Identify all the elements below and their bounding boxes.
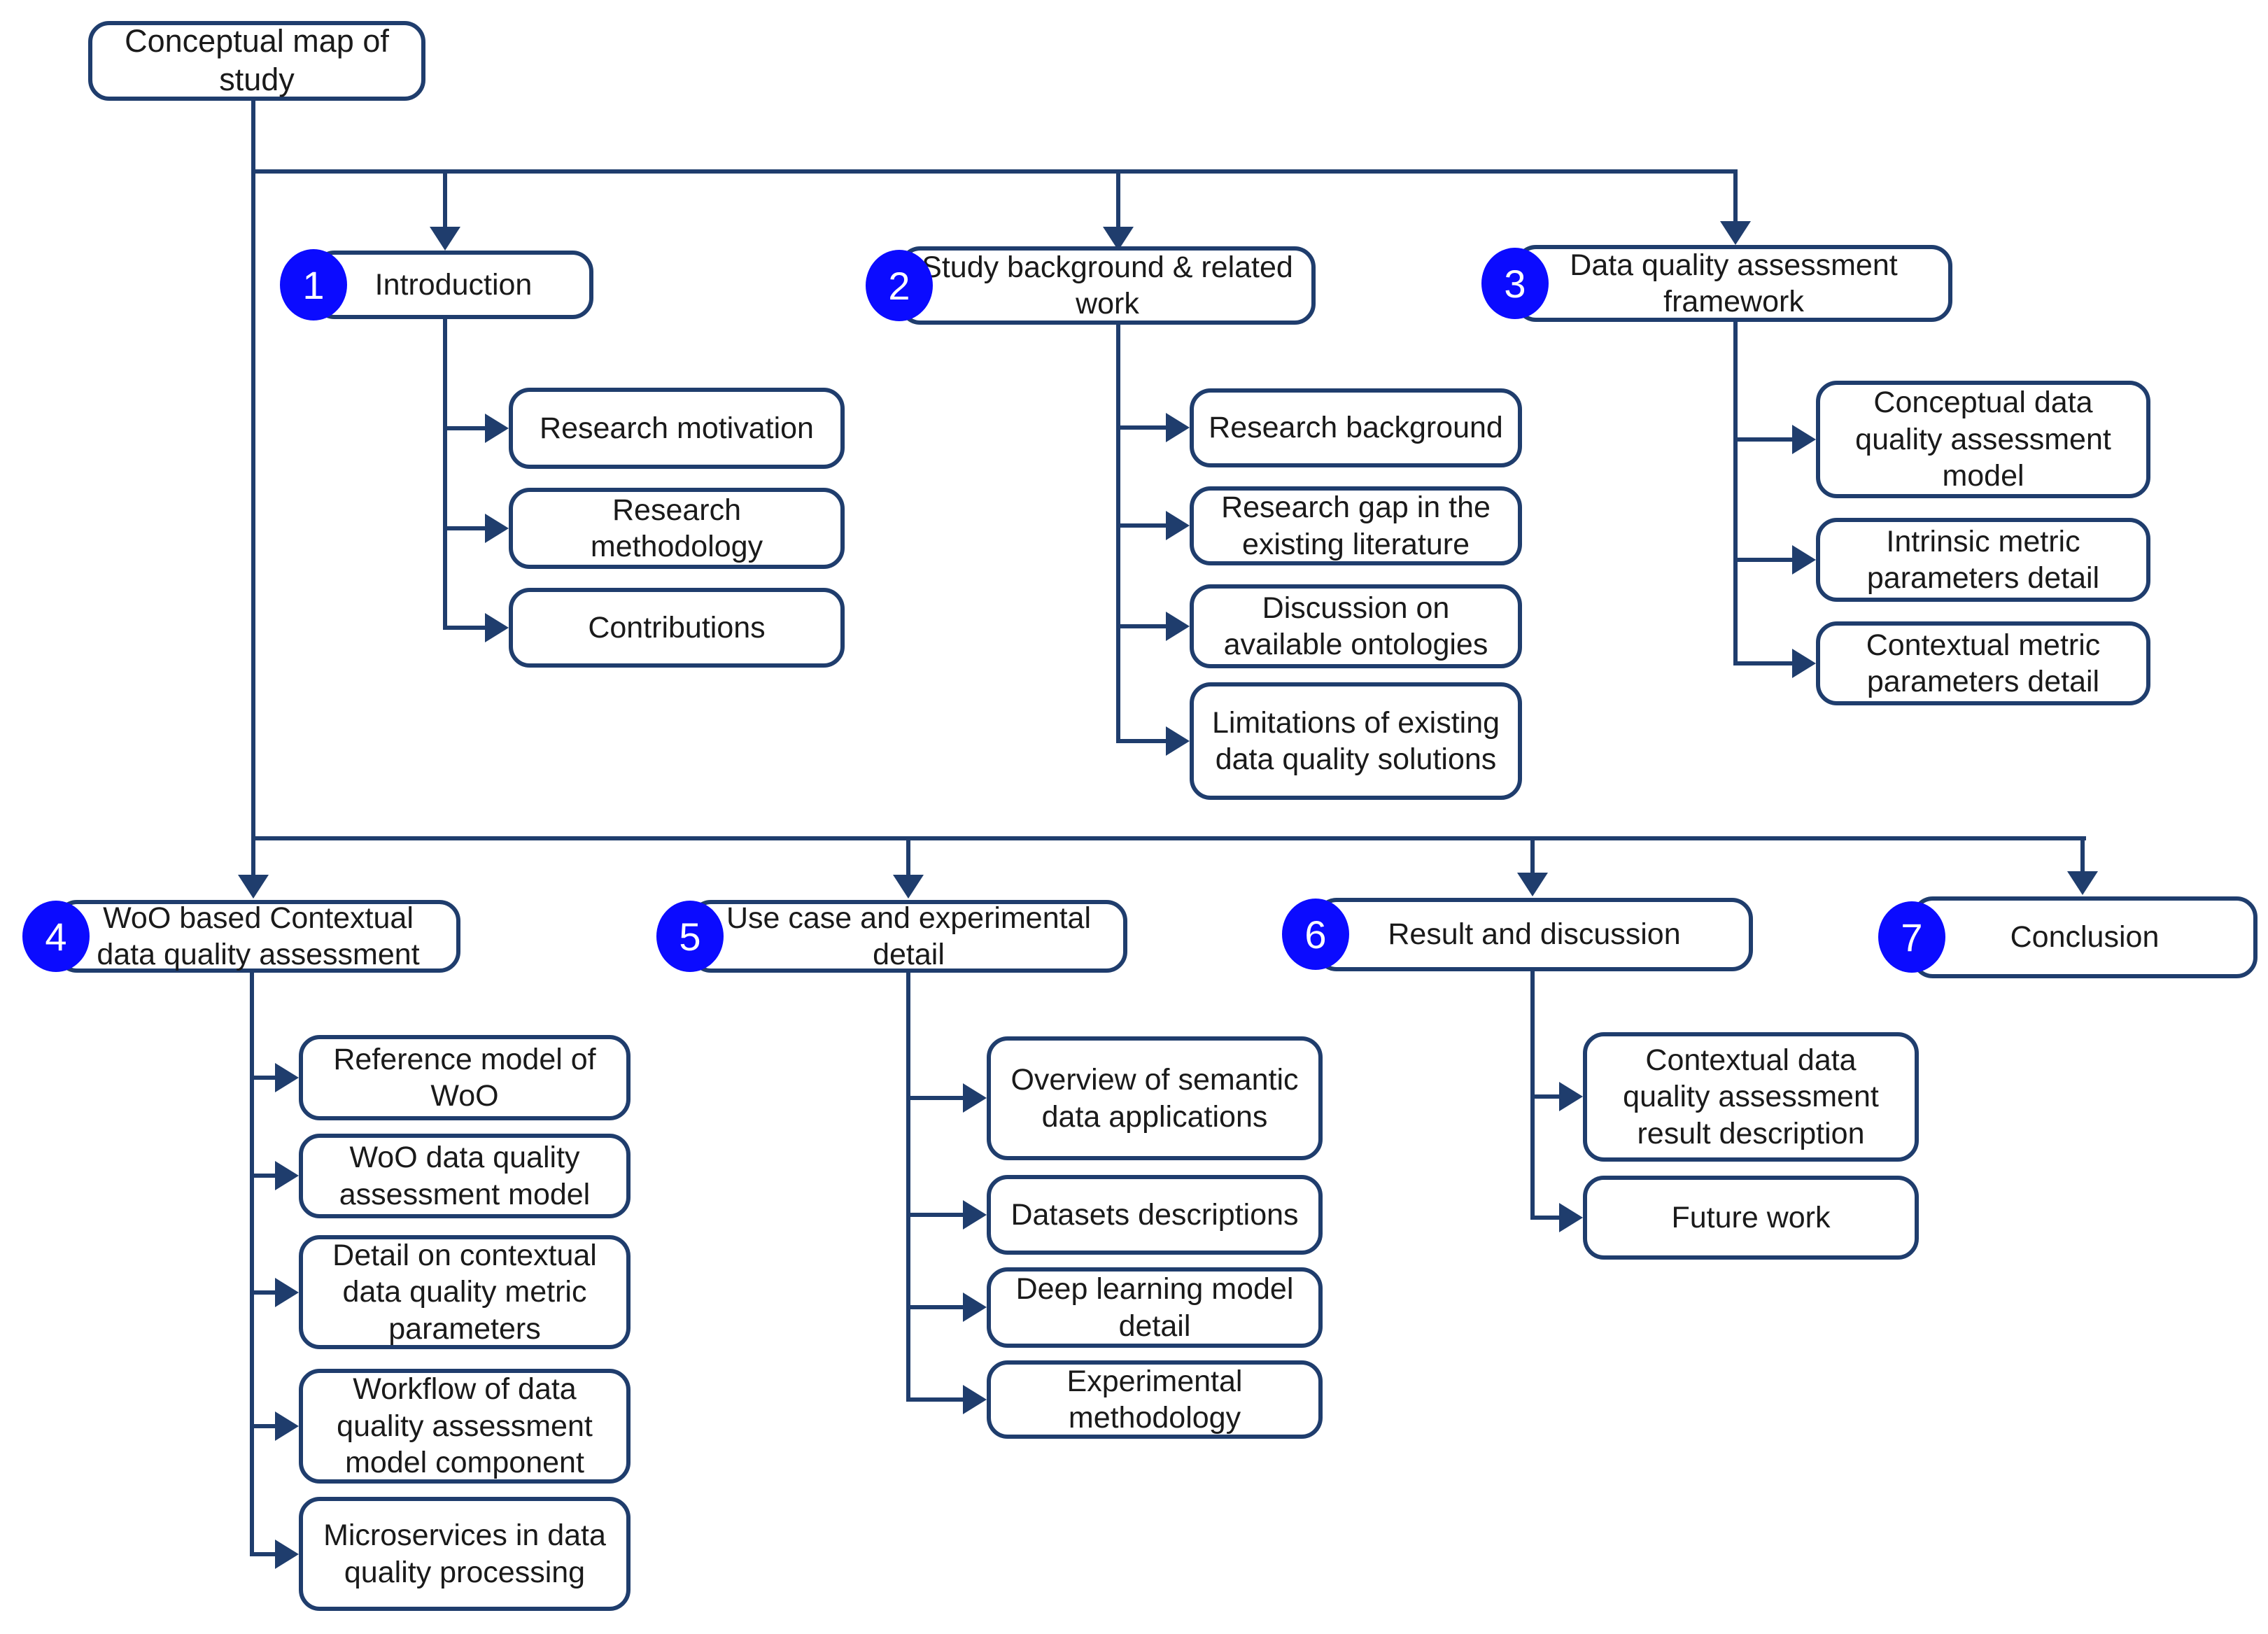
branch-line xyxy=(1530,1094,1561,1099)
node-deep-learning-detail: Deep learning model detail xyxy=(987,1267,1323,1348)
arrow-right-icon xyxy=(963,1083,987,1113)
arrow-down-section-7 xyxy=(2067,871,2098,895)
node-contributions: Contributions xyxy=(509,588,845,668)
branch-line xyxy=(906,1096,964,1100)
arrow-right-icon xyxy=(1166,612,1190,641)
node-reference-model-woo: Reference model of WoO xyxy=(299,1035,631,1120)
branch-line xyxy=(443,426,486,430)
section-3-badge: 3 xyxy=(1481,248,1549,319)
arrow-down-section-6 xyxy=(1517,873,1548,896)
arrow-right-icon xyxy=(963,1385,987,1414)
arrow-right-icon xyxy=(1559,1082,1583,1111)
branch-line xyxy=(1733,437,1794,442)
branch-line xyxy=(906,1305,964,1309)
branch-line xyxy=(250,1174,276,1178)
branch-line xyxy=(906,1213,964,1217)
branch-line xyxy=(1530,1216,1561,1220)
arrow-right-icon xyxy=(275,1540,299,1569)
node-intrinsic-metric: Intrinsic metric parameters detail xyxy=(1816,518,2150,602)
branch-line xyxy=(443,526,486,530)
drop-line-section-1 xyxy=(443,171,447,228)
branch-line xyxy=(1733,558,1794,562)
arrow-right-icon xyxy=(1792,545,1816,575)
section-7-badge: 7 xyxy=(1878,901,1945,973)
arrow-down-section-5 xyxy=(893,875,924,899)
arrow-right-icon xyxy=(275,1411,299,1441)
section-5-box: Use case and experimental detail xyxy=(690,900,1127,973)
arrow-right-icon xyxy=(485,514,509,543)
branch-line xyxy=(250,1290,276,1295)
arrow-right-icon xyxy=(1166,726,1190,756)
section-2-box: Study background & related work xyxy=(899,246,1316,325)
node-detail-contextual-metric: Detail on contextual data quality metric… xyxy=(299,1235,631,1349)
section-5-child-rail xyxy=(906,973,910,1400)
arrow-right-icon xyxy=(1559,1203,1583,1232)
node-research-methodology: Research methodology xyxy=(509,488,845,569)
branch-line xyxy=(250,1552,276,1556)
section-1-badge: 1 xyxy=(280,249,347,321)
root-node: Conceptual map of study xyxy=(88,21,425,101)
branch-line xyxy=(1116,425,1167,430)
branch-line xyxy=(250,1076,276,1080)
bottom-rail-line xyxy=(251,836,2086,840)
top-rail-line xyxy=(251,169,1738,174)
section-4-badge: 4 xyxy=(22,901,90,972)
branch-line xyxy=(906,1397,964,1402)
section-4-box: WoO based Contextual data quality assess… xyxy=(56,900,460,973)
arrow-right-icon xyxy=(1792,649,1816,678)
arrow-right-icon xyxy=(1166,511,1190,540)
node-conceptual-dq-model: Conceptual data quality assessment model xyxy=(1816,381,2150,498)
branch-line xyxy=(1116,739,1167,743)
section-5-badge: 5 xyxy=(656,901,724,972)
drop-line-section-4 xyxy=(251,840,255,875)
section-2-child-rail xyxy=(1116,325,1120,742)
node-microservices: Microservices in data quality processing xyxy=(299,1497,631,1611)
node-research-background: Research background xyxy=(1190,388,1522,467)
drop-line-section-5 xyxy=(906,840,910,875)
trunk-vertical-line xyxy=(251,101,255,840)
drop-line-section-6 xyxy=(1530,840,1535,874)
node-overview-semantic-apps: Overview of semantic data applications xyxy=(987,1036,1323,1160)
node-limitations: Limitations of existing data quality sol… xyxy=(1190,682,1522,800)
arrow-right-icon xyxy=(1792,425,1816,454)
arrow-right-icon xyxy=(963,1200,987,1230)
node-experimental-methodology: Experimental methodology xyxy=(987,1360,1323,1439)
arrow-right-icon xyxy=(275,1161,299,1190)
branch-line xyxy=(1116,523,1167,528)
section-2-badge: 2 xyxy=(866,250,933,321)
arrow-right-icon xyxy=(1166,413,1190,442)
node-datasets-descriptions: Datasets descriptions xyxy=(987,1175,1323,1255)
node-contextual-metric: Contextual metric parameters detail xyxy=(1816,621,2150,705)
arrow-right-icon xyxy=(485,414,509,443)
arrow-down-section-1 xyxy=(430,227,460,251)
arrow-down-section-3 xyxy=(1720,221,1751,245)
section-3-box: Data quality assessment framework xyxy=(1515,245,1952,322)
branch-line xyxy=(250,1424,276,1428)
section-1-child-rail xyxy=(443,319,447,628)
node-future-work: Future work xyxy=(1583,1176,1919,1260)
section-6-badge: 6 xyxy=(1282,899,1349,970)
section-6-box: Result and discussion xyxy=(1316,898,1753,971)
branch-line xyxy=(1116,624,1167,628)
drop-line-section-3 xyxy=(1733,171,1738,223)
section-4-child-rail xyxy=(250,973,254,1554)
arrow-right-icon xyxy=(275,1063,299,1092)
branch-line xyxy=(1733,661,1794,665)
node-discussion-ontologies: Discussion on available ontologies xyxy=(1190,584,1522,668)
node-contextual-dq-result: Contextual data quality assessment resul… xyxy=(1583,1032,1919,1162)
drop-line-section-7 xyxy=(2080,840,2085,873)
arrow-right-icon xyxy=(275,1278,299,1307)
drop-line-section-2 xyxy=(1116,171,1120,228)
node-woo-dq-model: WoO data quality assessment model xyxy=(299,1134,631,1218)
arrow-right-icon xyxy=(963,1293,987,1322)
node-research-gap: Research gap in the existing literature xyxy=(1190,486,1522,565)
arrow-down-section-4 xyxy=(238,875,269,899)
section-3-child-rail xyxy=(1733,322,1738,663)
node-workflow-dq-component: Workflow of data quality assessment mode… xyxy=(299,1369,631,1484)
arrow-right-icon xyxy=(485,613,509,642)
node-research-motivation: Research motivation xyxy=(509,388,845,469)
branch-line xyxy=(443,626,486,630)
section-7-box: Conclusion xyxy=(1912,896,2258,978)
section-1-box: Introduction xyxy=(314,251,593,319)
